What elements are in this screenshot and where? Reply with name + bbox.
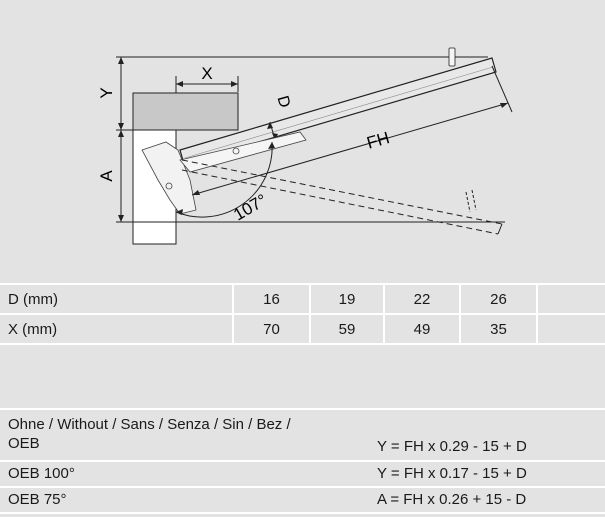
fitting-label: OEB 75° — [8, 491, 67, 508]
empty-cell — [536, 283, 605, 314]
table-cell: 70 — [232, 313, 310, 345]
table-row: X (mm) 70 59 49 35 — [0, 313, 605, 345]
empty-cell — [536, 313, 605, 345]
table-cell: 19 — [309, 283, 384, 314]
x-label: X — [201, 64, 212, 83]
table-cell: 49 — [383, 313, 460, 345]
hinge-pivot — [165, 182, 173, 190]
formula-row: Ohne / Without / Sans / Senza / Sin / Be… — [0, 408, 605, 462]
cabinet-top-panel — [132, 92, 239, 131]
fitting-label-line2: OEB — [8, 435, 40, 452]
table-cell: 35 — [459, 313, 537, 345]
y-label: Y — [97, 87, 116, 98]
formula-row: OEB 100° Y = FH x 0.17 - 15 + D — [0, 462, 605, 488]
y-arrow-bottom — [118, 123, 124, 130]
d-label: D — [274, 94, 294, 110]
fh-ref-right — [491, 65, 513, 113]
x-arrow-right — [231, 81, 238, 87]
angle-label: 107° — [230, 190, 270, 224]
y-arrow-top — [118, 57, 124, 64]
flap-handle — [448, 47, 456, 67]
fitting-label: Ohne / Without / Sans / Senza / Sin / Be… — [8, 415, 388, 453]
table-cell: 26 — [459, 283, 537, 314]
a-arrow-bottom — [118, 215, 124, 222]
formula-text: A = FH x 0.26 + 15 - D — [377, 491, 527, 508]
stay-arm — [179, 131, 307, 173]
closed-handle — [465, 189, 477, 213]
flap-installation-diagram: Y X A FH D 107° — [97, 47, 513, 245]
closed-flap-top — [181, 159, 503, 225]
fh-arrow-left — [192, 190, 200, 195]
fitting-label-line1: Ohne / Without / Sans / Senza / Sin / Be… — [8, 416, 291, 433]
formula-row: OEB 75° A = FH x 0.26 + 15 - D — [0, 488, 605, 514]
angle-arrow-end — [176, 209, 183, 215]
dimension-table: D (mm) 16 19 22 26 X (mm) 70 59 49 35 — [0, 283, 605, 345]
hinge-mechanism — [141, 141, 197, 215]
table-cell: 22 — [383, 283, 460, 314]
formula-text: Y = FH x 0.29 - 15 + D — [377, 438, 527, 455]
fitting-label: OEB 100° — [8, 465, 75, 482]
formula-list: Ohne / Without / Sans / Senza / Sin / Be… — [0, 408, 605, 514]
angle-arc — [175, 141, 273, 218]
d-arrow-top — [267, 122, 273, 129]
fh-dimension-line — [191, 102, 509, 196]
closed-flap-bottom — [181, 169, 499, 235]
x-arrow-left — [176, 81, 183, 87]
row-label-x: X (mm) — [0, 313, 233, 345]
formula-text: Y = FH x 0.17 - 15 + D — [377, 465, 527, 482]
d-arrow-bottom — [272, 133, 278, 140]
a-label: A — [97, 170, 116, 182]
row-label-d: D (mm) — [0, 283, 233, 314]
angle-arrow-start — [268, 142, 275, 149]
a-arrow-top — [118, 130, 124, 137]
fh-arrow-right — [500, 103, 508, 108]
closed-flap-end — [497, 223, 503, 235]
table-cell: 16 — [232, 283, 310, 314]
fh-label: FH — [365, 128, 392, 153]
table-cell: 59 — [309, 313, 384, 345]
table-row: D (mm) 16 19 22 26 — [0, 283, 605, 314]
stay-pivot — [232, 147, 240, 155]
open-flap-inner-edge — [184, 66, 494, 159]
